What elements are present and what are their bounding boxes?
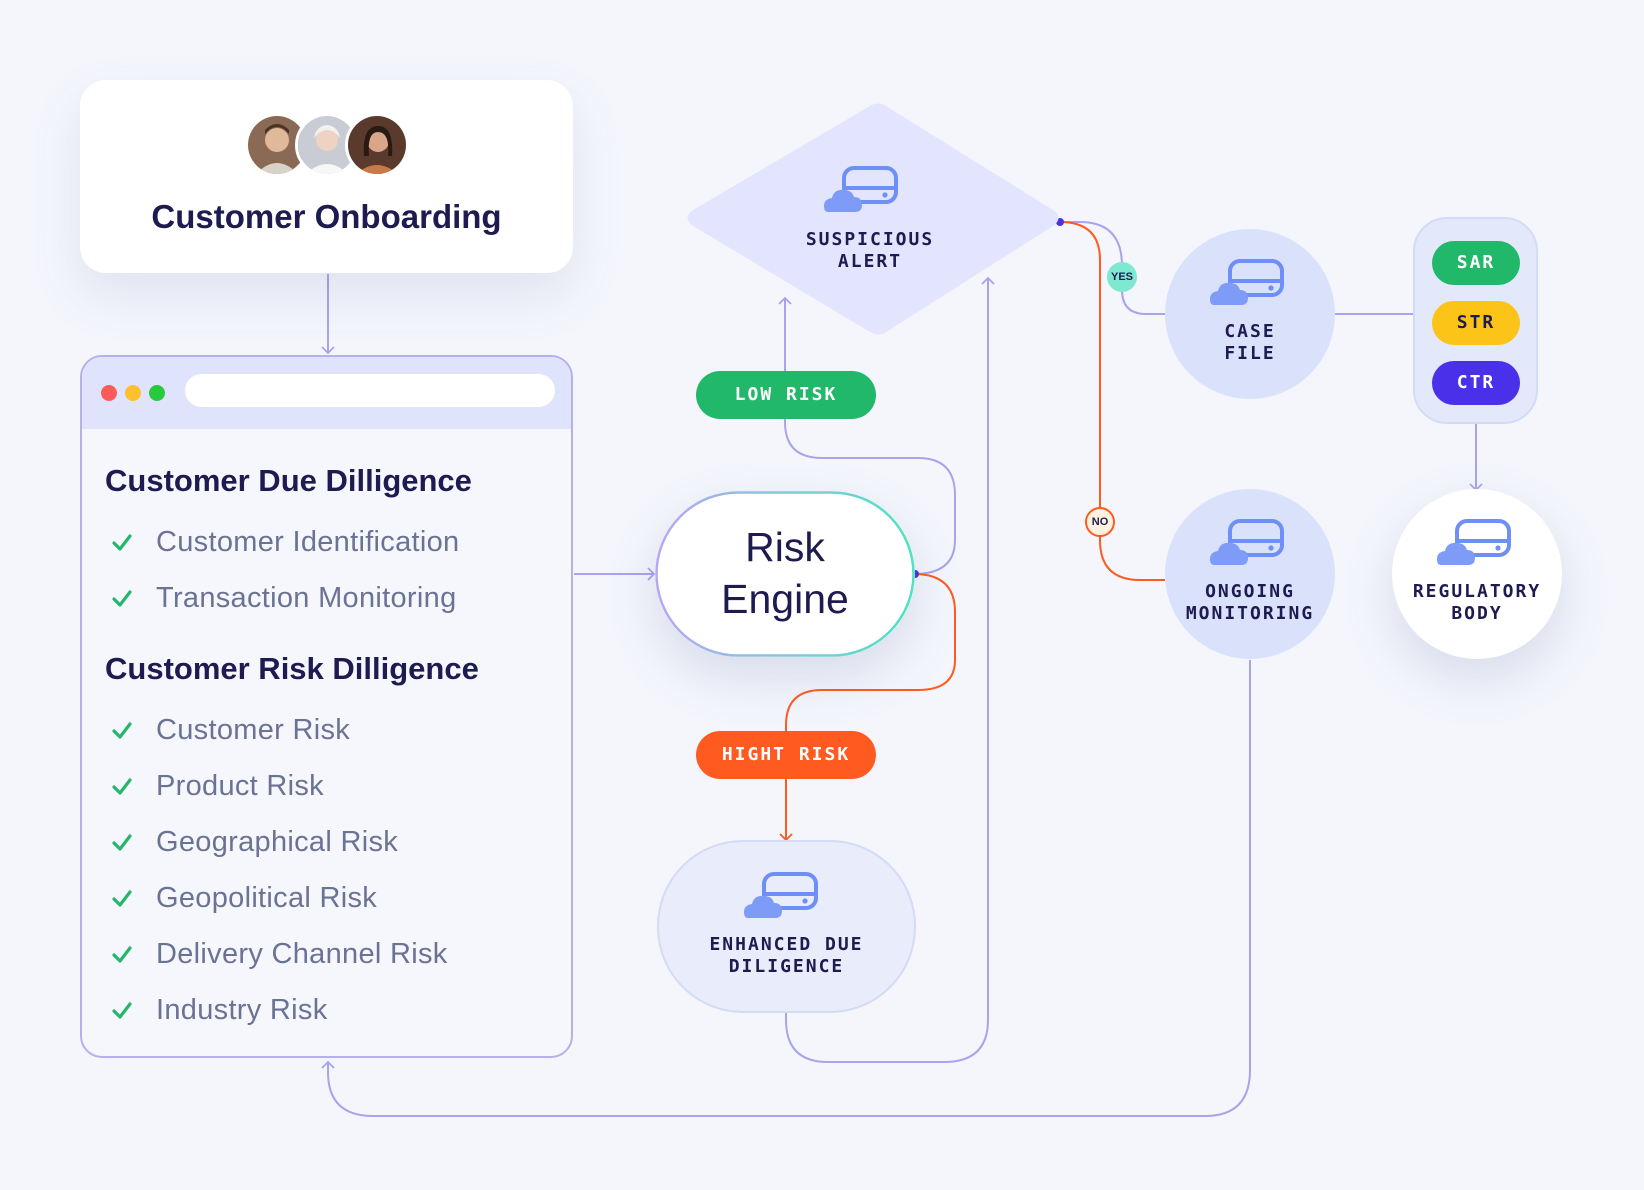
- maximize-dot-icon: [149, 385, 165, 401]
- ongoing-line1: ONGOING: [1205, 581, 1295, 602]
- edd-line1: ENHANCED DUE: [709, 934, 864, 955]
- cloud-server-icon: [742, 870, 822, 927]
- close-dot-icon: [101, 385, 117, 401]
- check-icon: [112, 946, 132, 963]
- cloud-server-icon: [1208, 517, 1288, 574]
- edd-line2: DILIGENCE: [728, 956, 845, 977]
- checklist-item: Customer Risk: [110, 713, 350, 747]
- regulatory-line2: BODY: [1451, 603, 1503, 624]
- address-bar: [185, 374, 555, 407]
- diligence-panel: Customer Due Dilligence Customer Identif…: [80, 355, 573, 1058]
- check-icon: [112, 1002, 132, 1019]
- check-icon: [112, 834, 132, 851]
- check-icon: [112, 890, 132, 907]
- checklist-item: Product Risk: [110, 769, 324, 803]
- suspicious-alert-line2: ALERT: [837, 251, 903, 272]
- cloud-server-icon: [1208, 257, 1288, 314]
- checklist-label: Customer Identification: [156, 525, 460, 558]
- check-icon: [112, 778, 132, 795]
- risk-engine-line1: Risk: [745, 524, 825, 570]
- checklist-label: Customer Risk: [156, 713, 351, 746]
- ongoing-monitoring-label: ONGOING MONITORING: [1165, 581, 1335, 625]
- checklist-label: Geographical Risk: [156, 825, 399, 858]
- case-file-line1: CASE: [1224, 321, 1276, 342]
- case-file-node: CASE FILE: [1165, 229, 1335, 399]
- checklist-label: Delivery Channel Risk: [156, 937, 448, 970]
- checklist-label: Product Risk: [156, 769, 324, 802]
- risk-engine-node: Risk Engine: [655, 491, 915, 657]
- check-icon: [112, 534, 132, 551]
- checklist-label: Transaction Monitoring: [156, 581, 457, 614]
- case-file-line2: FILE: [1224, 343, 1276, 364]
- low-risk-pill: LOW RISK: [696, 371, 876, 419]
- check-icon: [112, 722, 132, 739]
- ctr-tag: CTR: [1432, 361, 1520, 405]
- checklist-item: Delivery Channel Risk: [110, 937, 448, 971]
- checklist-item: Geopolitical Risk: [110, 881, 377, 915]
- minimize-dot-icon: [125, 385, 141, 401]
- enhanced-due-diligence-node: ENHANCED DUE DILIGENCE: [657, 840, 916, 1013]
- checklist-item: Customer Identification: [110, 525, 459, 559]
- check-icon: [112, 590, 132, 607]
- checklist-label: Geopolitical Risk: [156, 881, 378, 914]
- due-diligence-heading: Customer Due Dilligence: [105, 463, 472, 498]
- cloud-server-icon: [1435, 517, 1515, 574]
- no-badge: NO: [1085, 507, 1115, 537]
- sar-tag: SAR: [1432, 241, 1520, 285]
- risk-engine-label: Risk Engine: [655, 521, 915, 625]
- ongoing-monitoring-node: ONGOING MONITORING: [1165, 489, 1335, 659]
- checklist-item: Transaction Monitoring: [110, 581, 457, 615]
- high-risk-pill: HIGHT RISK: [696, 731, 876, 779]
- avatar-group: [245, 113, 415, 177]
- risk-engine-border: [655, 491, 915, 657]
- suspicious-alert-label: SUSPICIOUS ALERT: [770, 229, 970, 273]
- regulatory-body-label: REGULATORY BODY: [1392, 581, 1562, 625]
- cloud-server-icon: [822, 164, 902, 221]
- report-type-stack: SAR STR CTR: [1413, 217, 1538, 424]
- checklist-item: Industry Risk: [110, 993, 328, 1027]
- str-tag: STR: [1432, 301, 1520, 345]
- yes-badge: YES: [1107, 262, 1137, 292]
- avatar: [345, 113, 409, 177]
- avatar: [295, 113, 359, 177]
- risk-diligence-heading: Customer Risk Dilligence: [105, 651, 479, 686]
- enhanced-due-diligence-label: ENHANCED DUE DILIGENCE: [659, 934, 914, 978]
- browser-toolbar: [82, 357, 571, 429]
- ongoing-line2: MONITORING: [1185, 603, 1315, 624]
- risk-engine-line2: Engine: [721, 576, 849, 622]
- regulatory-line1: REGULATORY: [1412, 581, 1542, 602]
- case-file-label: CASE FILE: [1165, 321, 1335, 365]
- checklist-item: Geographical Risk: [110, 825, 398, 859]
- onboarding-title: Customer Onboarding: [151, 198, 502, 235]
- customer-onboarding-card: Customer Onboarding: [80, 80, 573, 273]
- suspicious-alert-line1: SUSPICIOUS: [805, 229, 935, 250]
- regulatory-body-node: REGULATORY BODY: [1392, 489, 1562, 659]
- checklist-label: Industry Risk: [156, 993, 328, 1026]
